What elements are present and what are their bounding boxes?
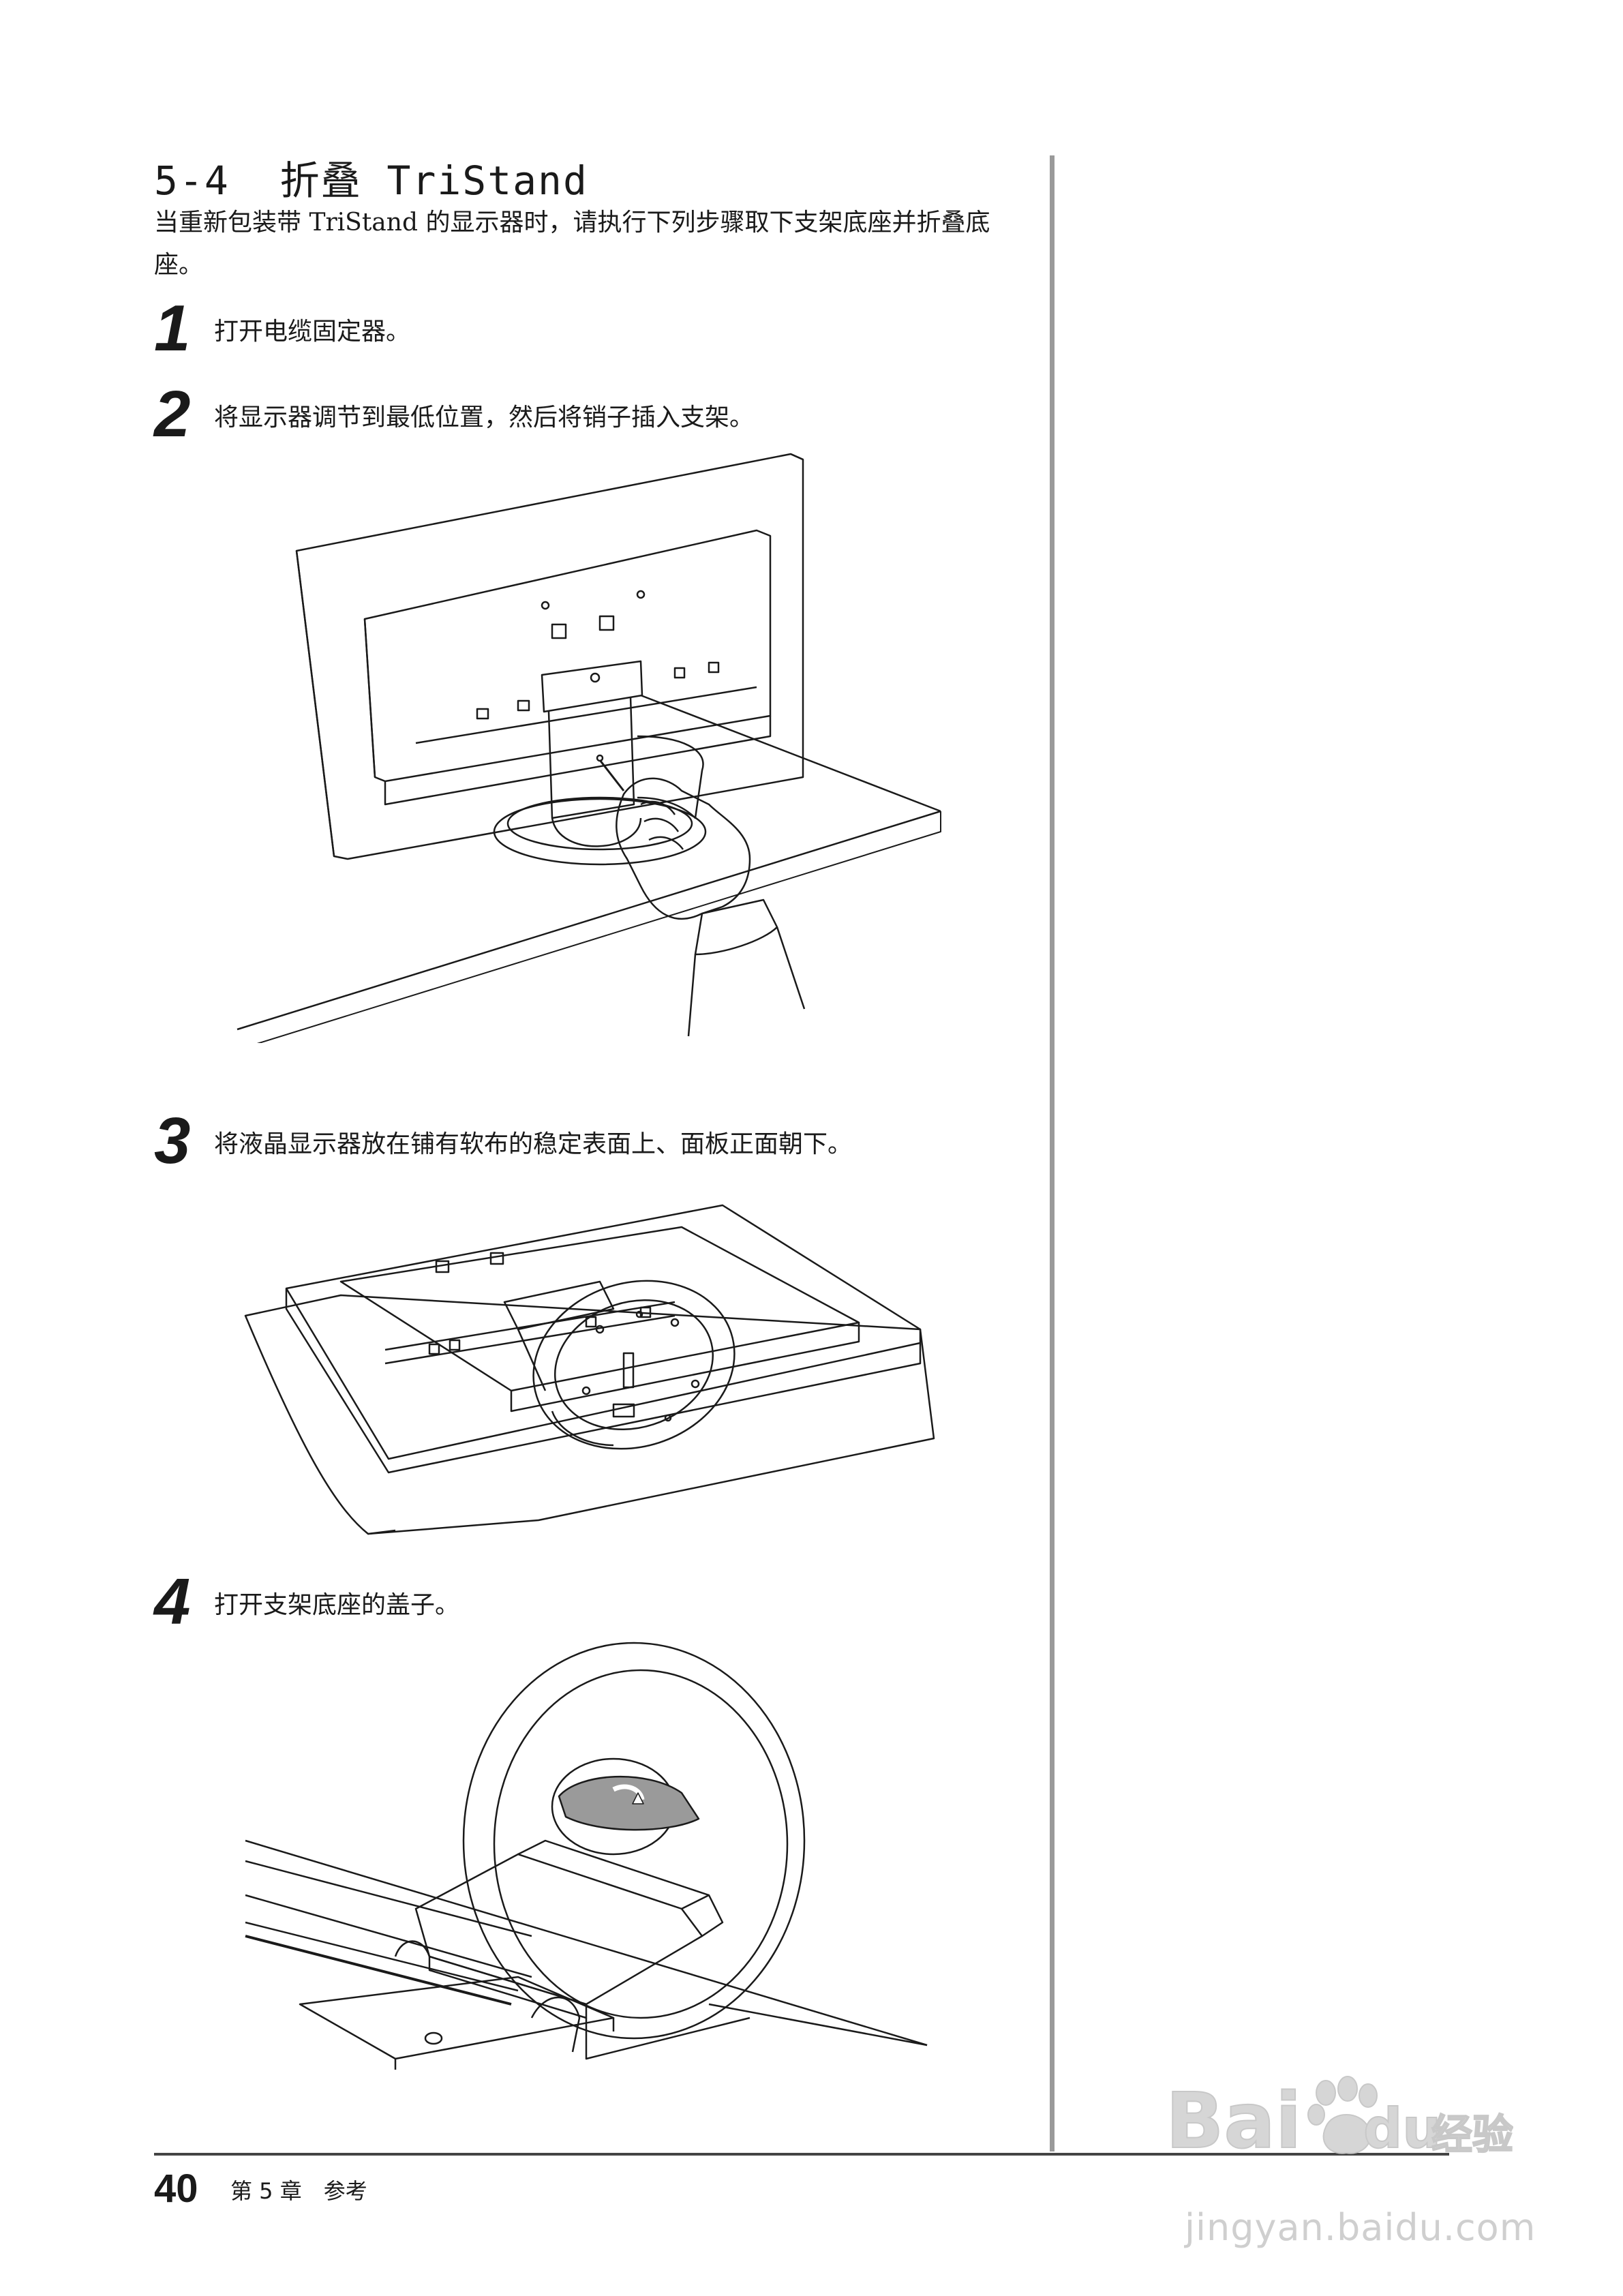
step-text: 将显示器调节到最低位置，然后将销子插入支架。 [214, 404, 755, 432]
stand-base-cover-illustration [245, 1642, 928, 2070]
baidu-jingyan-watermark-logo: Bai du 经验 [1165, 2076, 1513, 2166]
section-heading: 折叠 TriStand [279, 157, 588, 204]
svg-text:du: du [1363, 2097, 1441, 2160]
step-text: 打开支架底座的盖子。 [214, 1591, 460, 1619]
page-number: 40 [154, 2166, 198, 2211]
section-number: 5-4 [154, 157, 230, 204]
monitor-face-down-illustration [244, 1204, 935, 1535]
footer-rule [154, 2153, 1449, 2156]
svg-text:Bai: Bai [1166, 2077, 1301, 2166]
svg-text:经验: 经验 [1431, 2111, 1513, 2159]
step-text: 将液晶显示器放在铺有软布的稳定表面上、面板正面朝下。 [214, 1130, 853, 1158]
step-number: 4 [154, 1565, 191, 1638]
section-intro: 当重新包装带 TriStand 的显示器时，请执行下列步骤取下支架底座并折叠底座… [154, 209, 990, 279]
chapter-label: 第 5 章 参考 [230, 2178, 367, 2204]
step-text: 打开电缆固定器。 [214, 318, 411, 346]
monitor-rear-pin-illustration [237, 453, 941, 1043]
step-number: 2 [154, 378, 191, 451]
section-title: 5-4 折叠 TriStand [154, 149, 588, 206]
step-number: 3 [154, 1104, 191, 1177]
watermark-url: jingyan.baidu.com [1185, 2206, 1536, 2249]
step-number: 1 [154, 292, 191, 365]
column-divider [1050, 155, 1055, 2151]
